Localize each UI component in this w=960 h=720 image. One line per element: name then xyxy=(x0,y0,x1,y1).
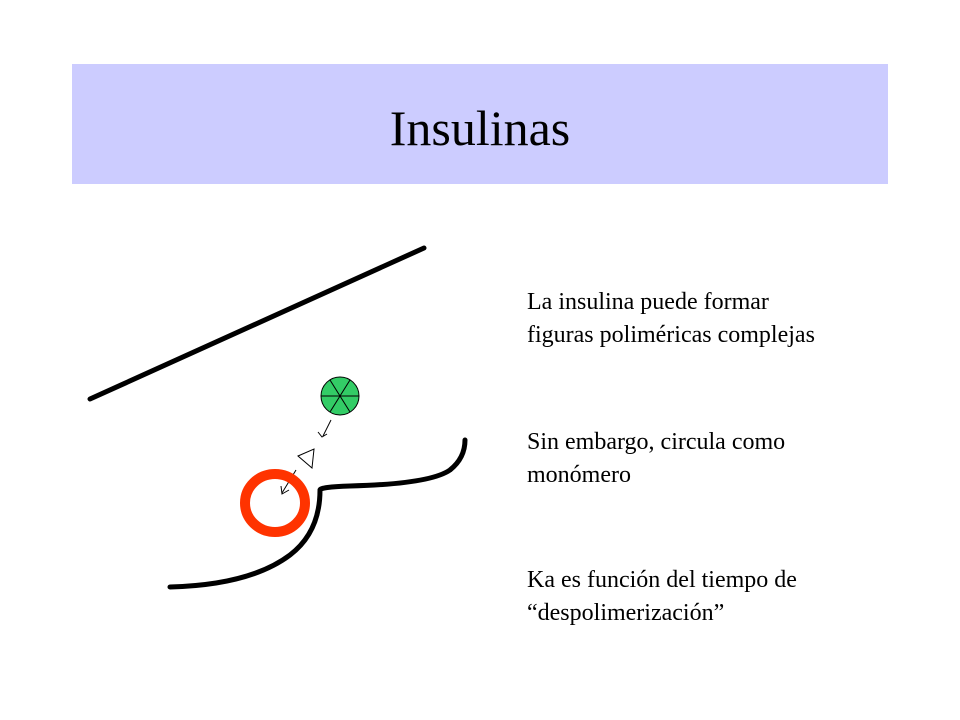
note-ka: Ka es función del tiempo de “despolimeri… xyxy=(527,564,927,630)
arrow-icon xyxy=(317,419,332,438)
note-line: “despolimerización” xyxy=(527,600,725,626)
note-line: Sin embargo, circula como xyxy=(527,429,786,455)
note-line: figuras poliméricas complejas xyxy=(527,322,815,348)
note-line: monómero xyxy=(527,462,631,488)
membrane-line xyxy=(87,245,427,402)
hexamer-icon xyxy=(320,376,360,416)
note-line: Ka es función del tiempo de xyxy=(527,567,797,593)
note-polymeric: La insulina puede formar figuras polimér… xyxy=(527,286,927,352)
note-monomer: Sin embargo, circula como monómero xyxy=(527,426,927,492)
note-line: La insulina puede formar xyxy=(527,289,769,315)
receptor-ring-icon xyxy=(240,469,310,537)
slide-title: Insulinas xyxy=(389,100,571,156)
receptor-curve xyxy=(167,437,468,590)
title-bar: Insulinas xyxy=(72,64,888,184)
monomer-triangle-icon xyxy=(297,448,315,469)
